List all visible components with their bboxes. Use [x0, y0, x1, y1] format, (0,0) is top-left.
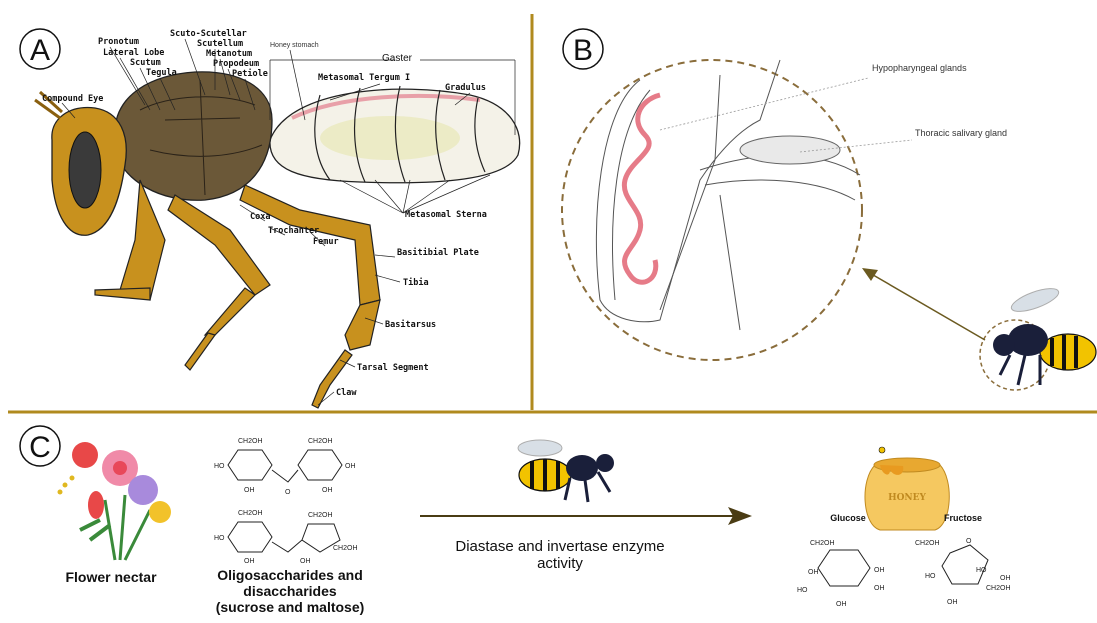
label-metasomal-tergum: Metasomal Tergum I — [318, 73, 410, 83]
fructose-oh-2: OH — [947, 599, 958, 606]
label-oligo-line3: (sucrose and maltose) — [216, 599, 365, 615]
label-petiole: Petiole — [232, 68, 268, 79]
label-tibia: Tibia — [403, 277, 429, 288]
chem-oh-5: OH — [300, 558, 311, 565]
fructose-o: O — [966, 538, 972, 545]
label-enzyme-line2: activity — [537, 555, 583, 572]
label-claw: Claw — [336, 388, 357, 398]
label-tarsal-segment: Tarsal Segment — [357, 363, 429, 373]
chem-oh-3: OH — [345, 463, 356, 470]
glucose-ch2oh: CH2OH — [810, 540, 835, 547]
label-honey-stomach: Honey stomach — [270, 42, 319, 49]
bee-thorax — [115, 72, 272, 200]
chem-oh-2: OH — [322, 487, 333, 494]
label-flower-nectar: Flower nectar — [65, 569, 157, 585]
fructose-ch2oh-1: CH2OH — [915, 540, 940, 547]
label-glucose: Glucose — [830, 513, 866, 523]
glucose-structure: CH2OH OH HO OH OH OH — [797, 540, 885, 608]
label-lateral-lobe: Lateral Lobe — [103, 48, 164, 58]
glucose-oh-3: OH — [874, 585, 885, 592]
head-cross-section — [596, 60, 860, 330]
fructose-ch2oh-2: CH2OH — [986, 585, 1011, 592]
chem-o-1: O — [285, 489, 291, 496]
bee-illustration-c — [518, 440, 614, 502]
oligosaccharide-structures: CH2OH CH2OH OH OH OH HO O CH2OH CH2OH CH… — [214, 438, 358, 565]
chem-ch2oh-3: CH2OH — [238, 510, 263, 517]
label-metasomal-sterna: Metasomal Sterna — [405, 210, 487, 220]
label-hypopharyngeal: Hypopharyngeal glands — [872, 63, 967, 73]
glucose-oh-2: OH — [836, 601, 847, 608]
bee-illustration-b — [993, 284, 1096, 385]
label-scuto-scutellar: Scuto-Scutellar — [170, 29, 247, 39]
panel-b-letter: B — [573, 34, 593, 67]
label-gradulus: Gradulus — [445, 83, 486, 93]
label-oligo-line2: disaccharides — [243, 583, 337, 599]
compound-eye-shape — [69, 132, 101, 208]
chem-oh-4: OH — [244, 558, 255, 565]
label-fructose: Fructose — [944, 513, 982, 523]
panel-c-letter: C — [29, 431, 51, 464]
chem-ho-2: HO — [214, 535, 225, 542]
magnified-view-circle — [562, 60, 862, 360]
panel-c: C Flower nectar CH2OH CH2OH OH OH — [20, 426, 1011, 615]
label-basitarsus: Basitarsus — [385, 319, 436, 330]
panel-a-letter: A — [30, 34, 50, 67]
glucose-oh-1: OH — [808, 569, 819, 576]
panel-b: B Hypopharyngeal glands Thoracic salivar… — [562, 29, 1096, 390]
bee-legs — [95, 180, 380, 408]
chem-ch2oh-5: CH2OH — [333, 545, 358, 552]
glucose-ho: HO — [797, 587, 808, 594]
panel-a: A — [20, 29, 520, 408]
honey-pot-label: HONEY — [888, 493, 926, 503]
label-scutum: Scutum — [130, 58, 161, 68]
zoom-arrow — [868, 272, 985, 340]
fructose-structure: CH2OH HO O HO CH2OH OH OH — [915, 538, 1011, 606]
flower-bouquet — [58, 442, 172, 560]
label-basitibial-plate: Basitibial Plate — [397, 247, 479, 258]
bee-head — [35, 92, 126, 235]
glucose-oh-4: OH — [874, 567, 885, 574]
label-metanotum: Metanotum — [206, 49, 252, 59]
fructose-ho-2: HO — [976, 567, 987, 574]
label-enzyme-line1: Diastase and invertase enzyme — [455, 538, 664, 555]
label-scutellum: Scutellum — [197, 39, 243, 49]
label-propodeum: Propodeum — [213, 59, 259, 69]
hypopharyngeal-gland-shape — [624, 95, 660, 282]
bee-abdomen — [270, 86, 520, 183]
label-tegula: Tegula — [146, 68, 177, 78]
chem-oh-1: OH — [244, 487, 255, 494]
label-pronotum: Pronotum — [98, 37, 139, 47]
leader-hypopharyngeal — [660, 78, 868, 130]
fructose-ho-1: HO — [925, 573, 936, 580]
chem-ho-1: HO — [214, 463, 225, 470]
zoom-arrowhead — [862, 268, 878, 281]
label-compound-eye: Compound Eye — [42, 94, 103, 104]
label-thoracic: Thoracic salivary gland — [915, 128, 1007, 138]
honey-pot: HONEY — [865, 447, 949, 530]
fructose-oh-1: OH — [1000, 575, 1011, 582]
label-oligo-line1: Oligosaccharides and — [217, 567, 363, 583]
chem-ch2oh-1: CH2OH — [238, 438, 263, 445]
label-gaster: Gaster — [382, 53, 413, 64]
chem-ch2oh-4: CH2OH — [308, 512, 333, 519]
chem-ch2oh-2: CH2OH — [308, 438, 333, 445]
